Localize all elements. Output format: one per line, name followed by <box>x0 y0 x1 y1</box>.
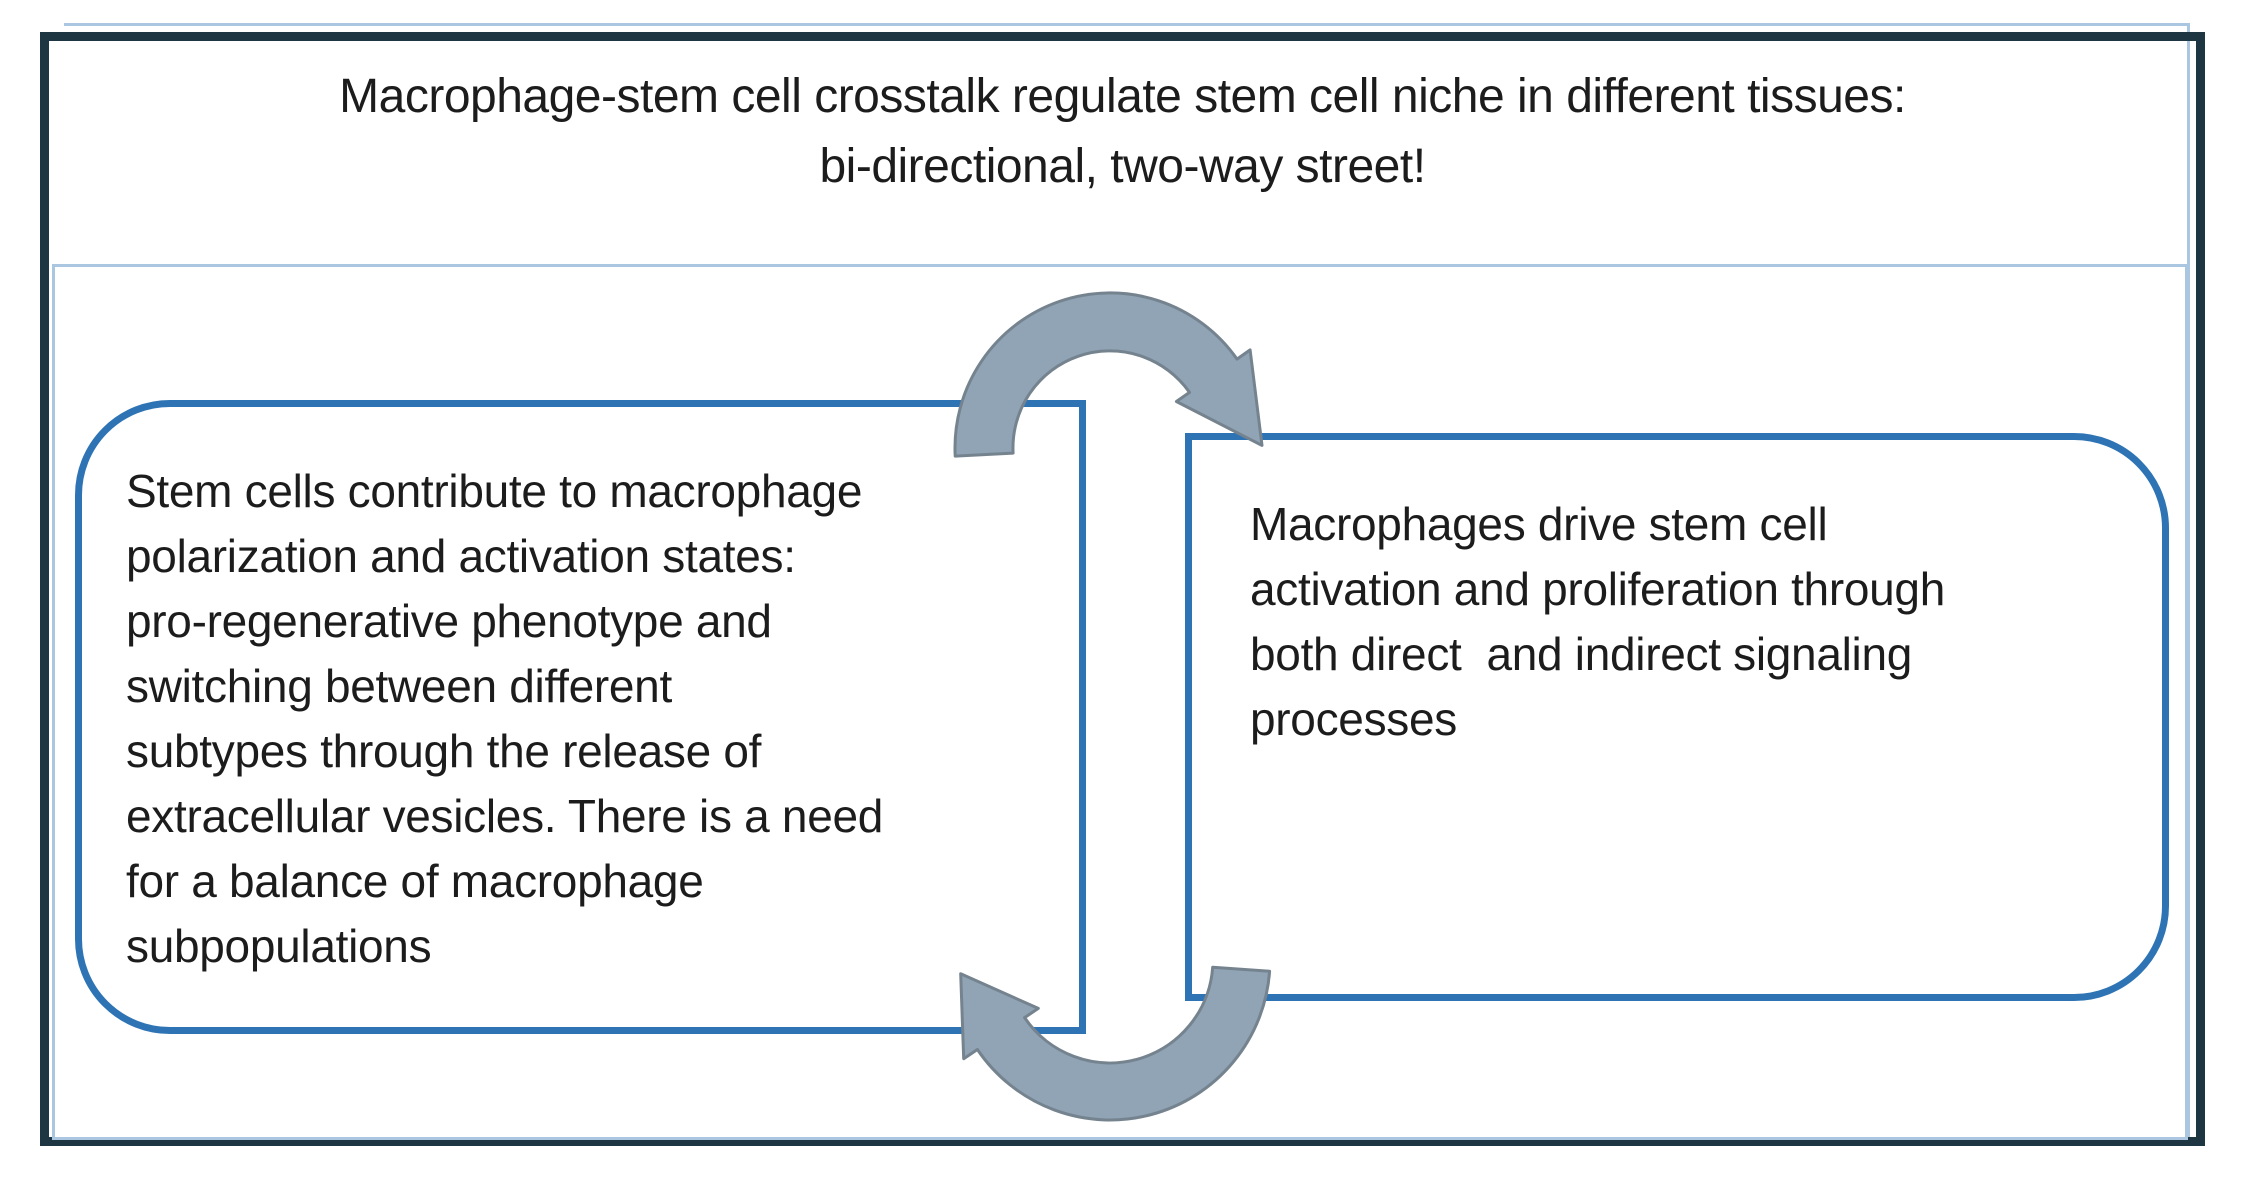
decor-top-line <box>64 23 2190 26</box>
figure-title: Macrophage-stem cell crosstalk regulate … <box>339 70 1906 193</box>
figure-frame <box>40 32 2205 1146</box>
decor-right-line <box>2187 23 2190 1140</box>
macrophage-box-text: Macrophages drive stem cell activation a… <box>1250 498 1945 745</box>
stem-cell-box-text: Stem cells contribute to macrophage pola… <box>126 465 884 972</box>
macrophage-box: Macrophages drive stem cell activation a… <box>1185 433 2169 1001</box>
stem-cell-box: Stem cells contribute to macrophage pola… <box>75 400 1086 1034</box>
